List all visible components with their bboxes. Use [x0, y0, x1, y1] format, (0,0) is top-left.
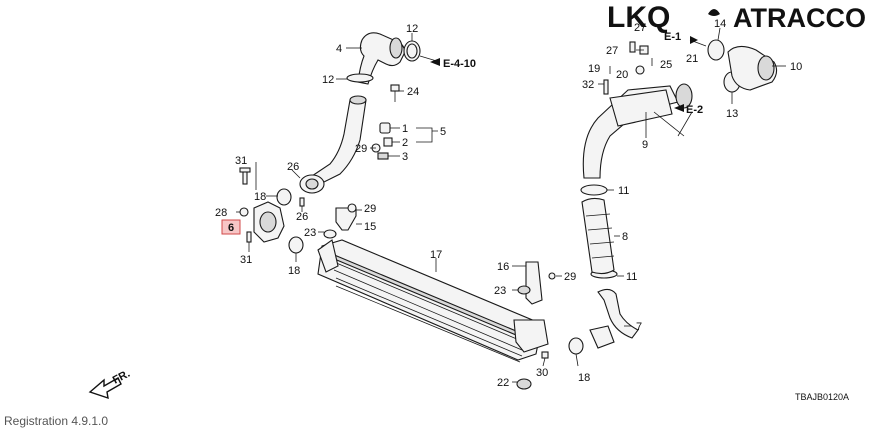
callout-2[interactable]: 2	[402, 137, 408, 149]
callout-32[interactable]: 32	[582, 79, 594, 91]
callout-22[interactable]: 22	[497, 377, 509, 389]
diagram-code: TBAJB0120A	[795, 392, 849, 402]
part-28-nut[interactable]	[239, 207, 249, 217]
callout-23-b[interactable]: 23	[494, 285, 506, 297]
callout-29-c[interactable]: 29	[564, 271, 576, 283]
callout-6[interactable]: 6	[228, 222, 234, 234]
logo-atracco: ATRACCO	[733, 3, 866, 33]
callout-11-lower[interactable]: 11	[626, 271, 637, 283]
front-label: FR.	[111, 368, 132, 387]
part-24-bolt[interactable]	[390, 84, 400, 102]
ref-e-2[interactable]: E-2	[674, 104, 703, 116]
part-12-clamp-top[interactable]	[403, 40, 421, 62]
callout-23-a[interactable]: 23	[304, 227, 316, 239]
part-18-oring-right[interactable]	[568, 337, 584, 355]
callout-30[interactable]: 30	[536, 367, 548, 379]
part-18-oring-mid[interactable]	[288, 236, 304, 254]
front-direction-marker: FR.	[88, 368, 132, 400]
part-23-mount-b[interactable]	[517, 285, 531, 295]
callout-10[interactable]: 10	[790, 61, 802, 73]
part-7-outlet-pipe[interactable]	[589, 288, 639, 349]
part-6-flange[interactable]	[253, 201, 285, 243]
callout-29-a[interactable]: 29	[355, 143, 367, 155]
part-flange-26[interactable]	[299, 174, 325, 194]
ref-e-2-label[interactable]: E-2	[686, 104, 703, 116]
part-26-bolt[interactable]	[299, 197, 305, 207]
part-pipe-upper[interactable]	[311, 95, 367, 185]
callout-14[interactable]: 14	[714, 18, 726, 30]
callout-4[interactable]: 4	[336, 43, 342, 55]
callout-18-top[interactable]: 18	[254, 191, 266, 203]
callout-6-highlight	[221, 219, 241, 235]
callout-1[interactable]: 1	[402, 123, 408, 135]
logo-leaf-icon	[708, 9, 720, 16]
part-1-bushing[interactable]	[379, 122, 391, 134]
callout-20[interactable]: 20	[616, 69, 628, 81]
part-22-rubber-mount[interactable]	[516, 378, 532, 390]
part-27-bolt[interactable]	[629, 41, 636, 53]
callout-19[interactable]: 19	[588, 63, 600, 75]
callout-26-top[interactable]: 26	[287, 161, 299, 173]
callout-29-b[interactable]: 29	[364, 203, 376, 215]
part-31-bolt-top[interactable]	[239, 167, 251, 185]
brand-logo: LKQ ATRACCO	[607, 1, 866, 34]
callout-13[interactable]: 13	[726, 108, 738, 120]
leader-lines	[236, 27, 786, 383]
callout-11-upper[interactable]: 11	[618, 185, 629, 197]
front-arrow-icon	[88, 377, 122, 400]
part-4-elbow-hose[interactable]	[357, 32, 405, 85]
part-16-bracket[interactable]	[525, 261, 543, 305]
registration-footer: Registration 4.9.1.0	[4, 414, 109, 428]
part-8-hose[interactable]	[581, 197, 615, 275]
callout-17[interactable]: 17	[430, 249, 442, 261]
ref-e-4-10[interactable]: E-4-10	[430, 58, 476, 70]
callout-12-lower[interactable]: 12	[322, 74, 334, 86]
callout-27-a[interactable]: 27	[606, 45, 618, 57]
part-32-bolt[interactable]	[603, 79, 609, 95]
ref-e-1[interactable]: E-1	[664, 31, 698, 44]
part-17-intercooler[interactable]	[317, 239, 549, 363]
callout-5[interactable]: 5	[440, 126, 446, 138]
callout-25[interactable]: 25	[660, 59, 672, 71]
part-10-hose[interactable]	[727, 45, 778, 91]
ref-e-4-10-label[interactable]: E-4-10	[443, 58, 476, 70]
logo-lkq: LKQ	[607, 1, 670, 34]
part-11-clamp-upper[interactable]	[580, 184, 608, 196]
callout-27-b[interactable]: 27	[634, 22, 646, 34]
callout-12-top[interactable]: 12	[406, 23, 418, 35]
callout-21[interactable]: 21	[686, 53, 698, 65]
part-30-bolt[interactable]	[541, 351, 549, 359]
part-29-bolt-b[interactable]	[347, 203, 357, 213]
part-31-bolt-bottom[interactable]	[246, 231, 252, 243]
callout-9[interactable]: 9	[642, 139, 648, 151]
callout-18-right[interactable]: 18	[578, 372, 590, 384]
callout-3[interactable]: 3	[402, 151, 408, 163]
part-14-clamp[interactable]	[707, 39, 725, 61]
callout-labels: 4 12 12 24 1 2 3 5 29 31 18 26 26 28 6 3…	[215, 18, 802, 389]
callout-31-bottom[interactable]: 31	[240, 254, 252, 266]
callout-7[interactable]: 7	[636, 321, 642, 333]
ref-e-1-label[interactable]: E-1	[664, 31, 681, 43]
part-9-resonator-pipe[interactable]	[582, 83, 693, 179]
callout-15[interactable]: 15	[364, 221, 376, 233]
part-29-bolt-c[interactable]	[548, 272, 556, 280]
callout-24[interactable]: 24	[407, 86, 419, 98]
callout-18-mid[interactable]: 18	[288, 265, 300, 277]
part-23-mount-a[interactable]	[323, 229, 337, 239]
callout-8[interactable]: 8	[622, 231, 628, 243]
part-18-oring-top[interactable]	[276, 188, 292, 206]
part-20-grommet[interactable]	[635, 65, 645, 75]
part-2-collar[interactable]	[383, 137, 393, 147]
part-12-clamp-lower[interactable]	[346, 73, 374, 83]
callout-28[interactable]: 28	[215, 207, 227, 219]
part-3-clip[interactable]	[377, 152, 389, 160]
callout-16[interactable]: 16	[497, 261, 509, 273]
callout-26-bottom[interactable]: 26	[296, 211, 308, 223]
callout-31-top[interactable]: 31	[235, 155, 247, 167]
